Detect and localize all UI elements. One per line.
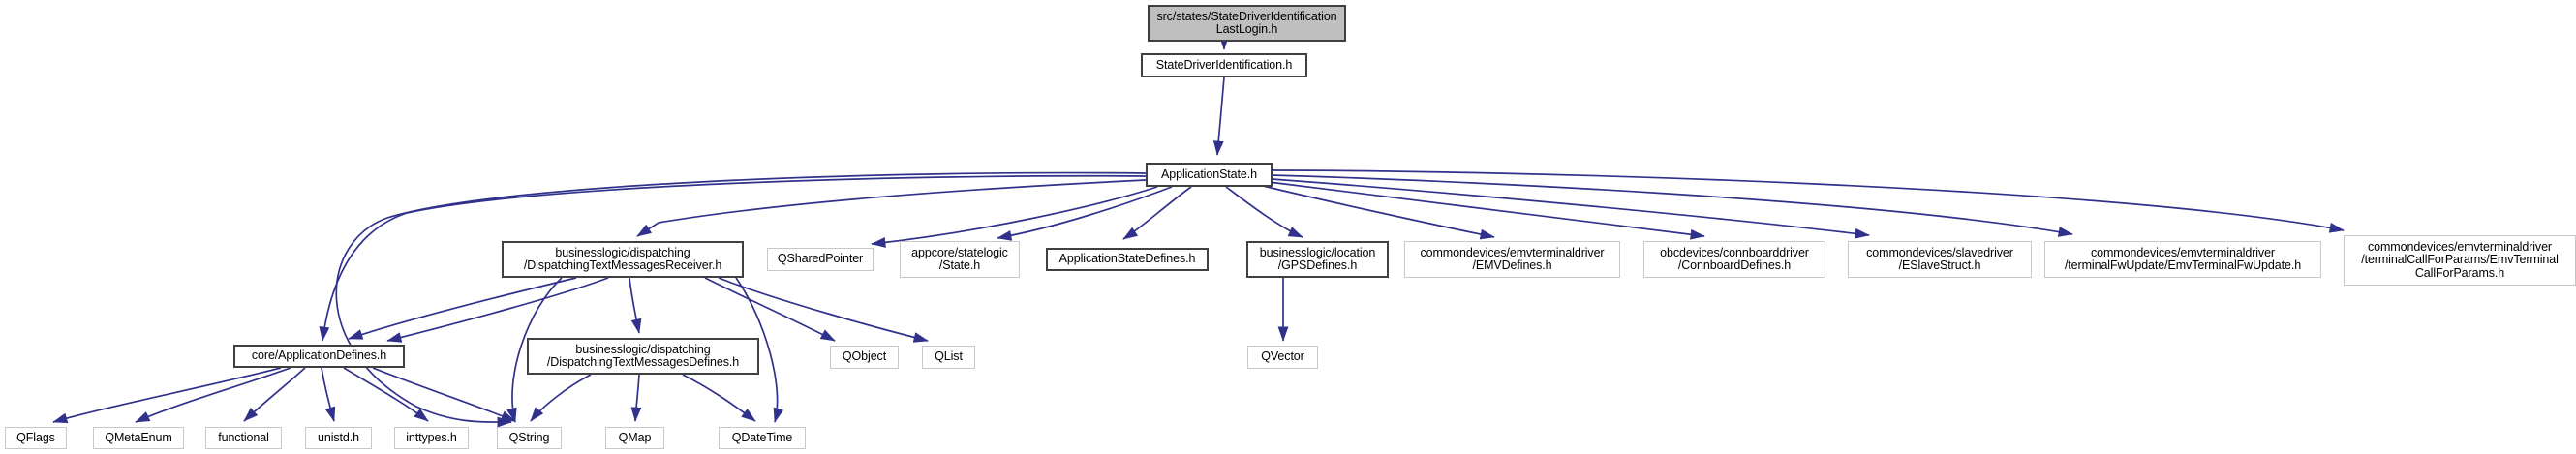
graph-node-appState[interactable]: ApplicationState.h [1146, 163, 1273, 187]
graph-edge-appDefines-to-qmetaenum [135, 367, 291, 423]
graph-node-label: QVector [1261, 349, 1304, 364]
graph-node-label: commondevices/emvterminaldriver /termina… [2064, 245, 2302, 272]
graph-edge-appState-to-stateH [997, 186, 1173, 241]
graph-node-label: functional [218, 430, 269, 444]
graph-node-gpsDefines[interactable]: businesslogic/location /GPSDefines.h [1246, 241, 1389, 278]
graph-node-label: obcdevices/connboarddriver /ConnboardDef… [1660, 245, 1809, 272]
graph-edge-appDefines-to-qflags [52, 367, 282, 424]
graph-edge-appState-to-emvDefines [1258, 184, 1495, 240]
graph-node-label: businesslogic/dispatching /DispatchingTe… [523, 245, 722, 272]
graph-edge-dispDefines-to-qstring [530, 374, 592, 422]
graph-node-qmetaenum[interactable]: QMetaEnum [93, 427, 184, 449]
graph-node-stateH[interactable]: appcore/statelogic /State.h [900, 241, 1020, 278]
graph-edge-appState-to-gpsDefines [1225, 186, 1303, 238]
graph-edge-appState-to-appStateDef [1122, 186, 1192, 240]
graph-node-label: commondevices/emvterminaldriver /termina… [2361, 239, 2559, 280]
graph-node-label: QObject [842, 349, 887, 364]
graph-node-label: unistd.h [318, 430, 359, 444]
graph-node-label: QFlags [16, 430, 55, 444]
graph-node-qlist[interactable]: QList [922, 346, 975, 369]
graph-edge-dispRecv-to-dispDefines [629, 277, 642, 334]
graph-node-label: ApplicationState.h [1161, 166, 1257, 181]
graph-node-qobject[interactable]: QObject [830, 346, 899, 369]
graph-edge-appState-to-fwUpdate [1271, 174, 2073, 237]
graph-node-callForParams[interactable]: commondevices/emvterminaldriver /termina… [2344, 235, 2576, 286]
graph-node-label: commondevices/slavedriver /ESlaveStruct.… [1866, 245, 2013, 272]
graph-node-label: QSharedPointer [777, 252, 864, 266]
graph-edge-appDefines-to-qstring [372, 367, 516, 422]
graph-node-label: commondevices/emvterminaldriver /EMVDefi… [1420, 245, 1605, 272]
graph-edge-dispRecv-to-appDefines [348, 277, 577, 340]
graph-node-eslave[interactable]: commondevices/slavedriver /ESlaveStruct.… [1848, 241, 2032, 278]
graph-node-label: QMap [618, 430, 652, 444]
graph-node-label: businesslogic/location /GPSDefines.h [1259, 245, 1376, 272]
graph-node-fwUpdate[interactable]: commondevices/emvterminaldriver /termina… [2044, 241, 2321, 278]
graph-edge-dispDefines-to-qmap [630, 374, 642, 422]
graph-edge-dispRecv-to-qobject [704, 277, 836, 342]
graph-node-qstring[interactable]: QString [497, 427, 562, 449]
graph-edge-appState-to-dispRecv [636, 179, 1147, 237]
graph-edge-appState-to-connboard [1268, 181, 1705, 240]
graph-node-functional[interactable]: functional [205, 427, 282, 449]
graph-edge-stateDrvId-to-appState [1212, 76, 1225, 156]
graph-node-dispDefines[interactable]: businesslogic/dispatching /DispatchingTe… [527, 338, 759, 375]
graph-node-label: ApplicationStateDefines.h [1058, 252, 1196, 266]
graph-node-label: businesslogic/dispatching /DispatchingTe… [546, 342, 740, 369]
graph-node-label: inttypes.h [406, 430, 457, 444]
graph-edge-appState-to-callForParams [1271, 169, 2345, 233]
graph-edge-appDefines-to-functional [243, 367, 306, 422]
graph-edge-appState-to-qsharedptr [871, 186, 1158, 248]
graph-node-label: src/states/StateDriverIdentification Las… [1156, 9, 1337, 36]
graph-node-emvDefines[interactable]: commondevices/emvterminaldriver /EMVDefi… [1404, 241, 1620, 278]
graph-node-qdatetime[interactable]: QDateTime [719, 427, 806, 449]
graph-node-appDefines[interactable]: core/ApplicationDefines.h [233, 345, 405, 368]
graph-node-root[interactable]: src/states/StateDriverIdentification Las… [1148, 5, 1346, 42]
graph-node-label: appcore/statelogic /State.h [911, 245, 1008, 272]
graph-node-appStateDef[interactable]: ApplicationStateDefines.h [1046, 248, 1209, 271]
graph-node-label: QMetaEnum [105, 430, 172, 444]
graph-node-label: QList [935, 349, 963, 364]
graph-node-label: StateDriverIdentification.h [1155, 57, 1293, 72]
graph-node-qvector[interactable]: QVector [1247, 346, 1318, 369]
graph-edge-appState-to-qstring [335, 171, 1147, 428]
graph-edge-dispDefines-to-qdatetime [682, 374, 756, 422]
graph-node-qsharedptr[interactable]: QSharedPointer [767, 248, 874, 271]
graph-edge-appState-to-eslave [1271, 178, 1870, 239]
graph-node-inttypes[interactable]: inttypes.h [394, 427, 469, 449]
graph-edge-dispRecv-to-appDefines [386, 277, 609, 343]
graph-node-connboard[interactable]: obcdevices/connboarddriver /ConnboardDef… [1643, 241, 1825, 278]
graph-edge-appDefines-to-unistd [321, 367, 336, 422]
graph-node-dispRecv[interactable]: businesslogic/dispatching /DispatchingTe… [502, 241, 744, 278]
graph-edge-appDefines-to-inttypes [343, 367, 429, 422]
graph-node-qflags[interactable]: QFlags [5, 427, 67, 449]
graph-node-label: QString [508, 430, 550, 444]
graph-node-label: core/ApplicationDefines.h [251, 348, 387, 363]
graph-node-unistd[interactable]: unistd.h [305, 427, 372, 449]
graph-edge-dispRecv-to-qlist [718, 277, 929, 343]
graph-node-qmap[interactable]: QMap [605, 427, 664, 449]
graph-node-label: QDateTime [731, 430, 793, 444]
graph-node-stateDrvId[interactable]: StateDriverIdentification.h [1141, 53, 1307, 77]
